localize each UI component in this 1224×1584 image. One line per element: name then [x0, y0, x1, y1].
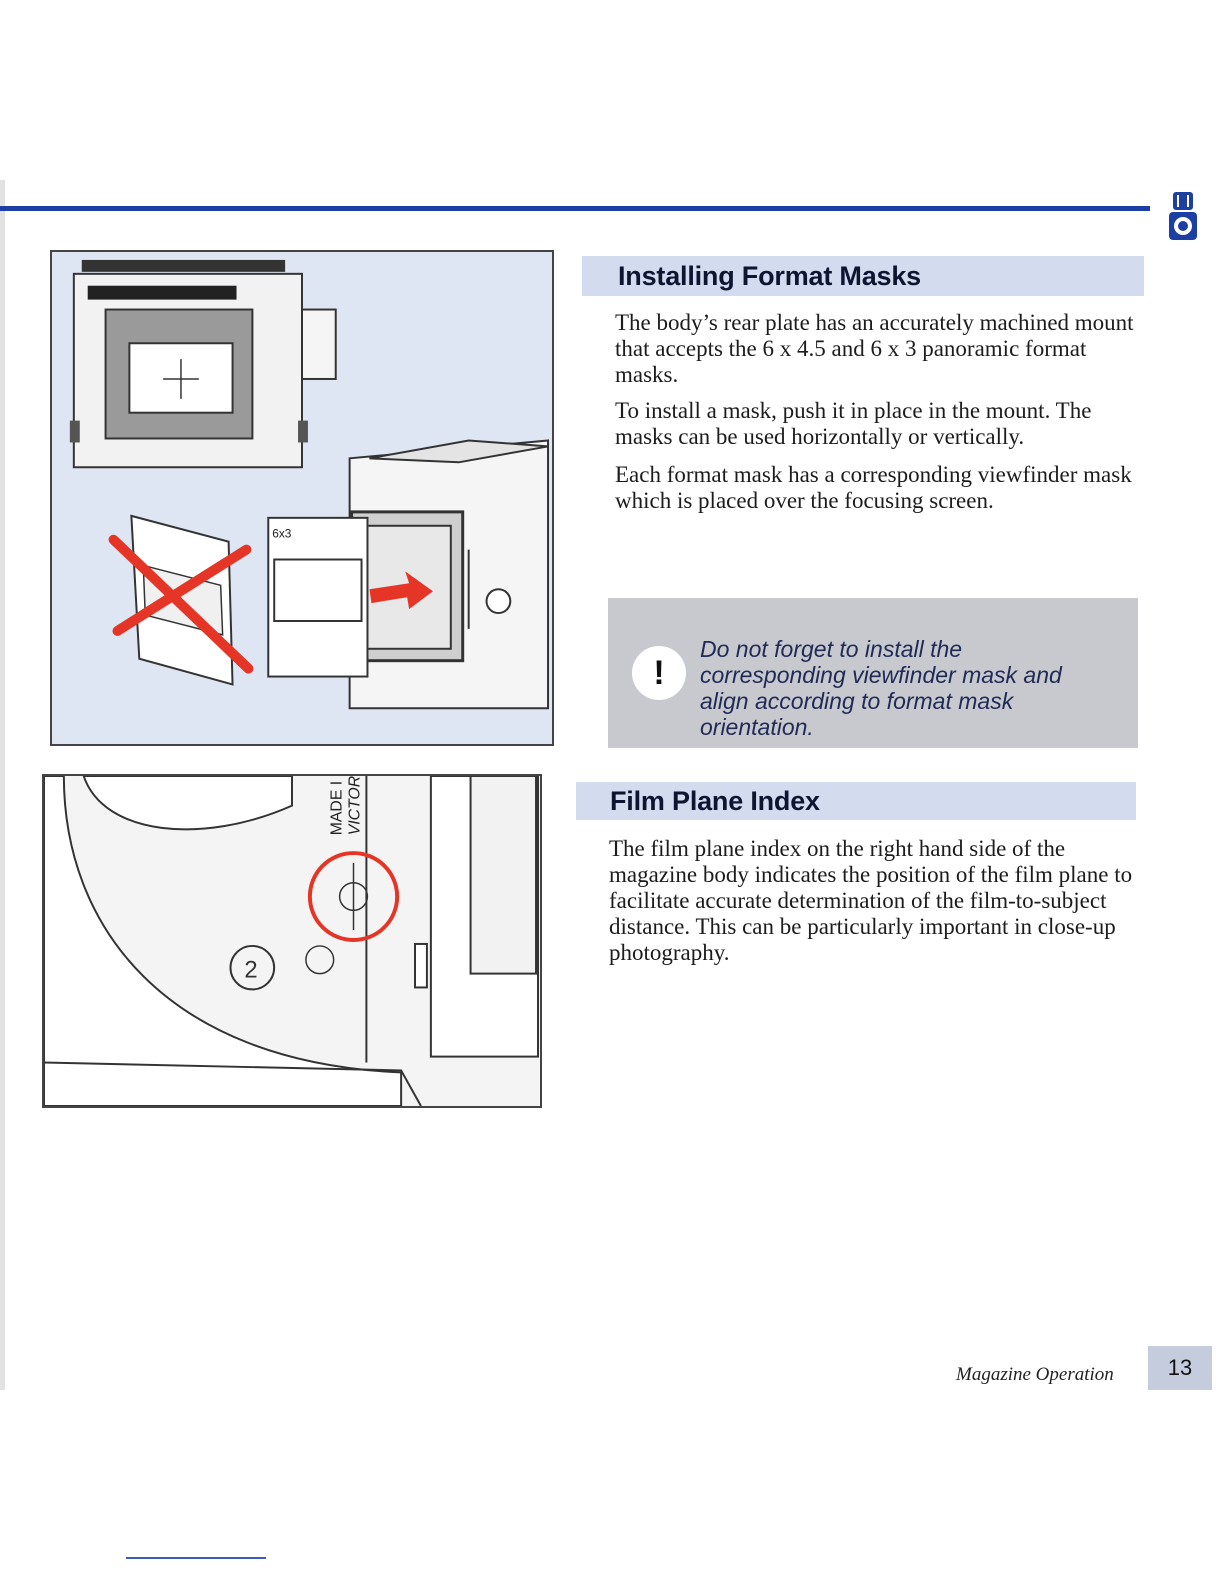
- format-mask-illustration: 6x3: [50, 250, 554, 746]
- engraving-text-1: MADE I: [329, 781, 346, 835]
- film-plane-index-illustration: MADE I VICTOR 2: [42, 774, 542, 1108]
- film-plane-marker-icon: [307, 851, 400, 942]
- bottom-rule: [126, 1557, 266, 1559]
- film-plane-description: The film plane index on the right hand s…: [609, 836, 1133, 965]
- wrong-mark-icon: [108, 534, 254, 674]
- engraving-text-2: VICTOR: [346, 776, 363, 835]
- magazine-number: 2: [244, 957, 257, 984]
- page-edge-shadow: [0, 180, 5, 1390]
- viewfinder-mask-info: Each format mask has a corresponding vie…: [615, 462, 1132, 513]
- insert-arrow-icon: [369, 571, 433, 610]
- exclamation-icon: !: [632, 646, 686, 700]
- warning-note: ! Do not forget to install the correspon…: [608, 598, 1138, 748]
- installing-format-masks-heading: Installing Format Masks: [582, 256, 1144, 296]
- warning-note-text: Do not forget to install the correspondi…: [700, 636, 1062, 740]
- footer-section-title: Magazine Operation: [956, 1364, 1114, 1385]
- camera-icon: [1169, 192, 1197, 240]
- page-number: 13: [1148, 1346, 1212, 1390]
- header-rule: [0, 206, 1150, 211]
- mask-size-label: 6x3: [272, 527, 292, 541]
- mount-description: The body’s rear plate has an accurately …: [615, 310, 1134, 387]
- install-instruction: To install a mask, push it in place in t…: [615, 398, 1092, 449]
- film-plane-index-heading: Film Plane Index: [576, 782, 1136, 820]
